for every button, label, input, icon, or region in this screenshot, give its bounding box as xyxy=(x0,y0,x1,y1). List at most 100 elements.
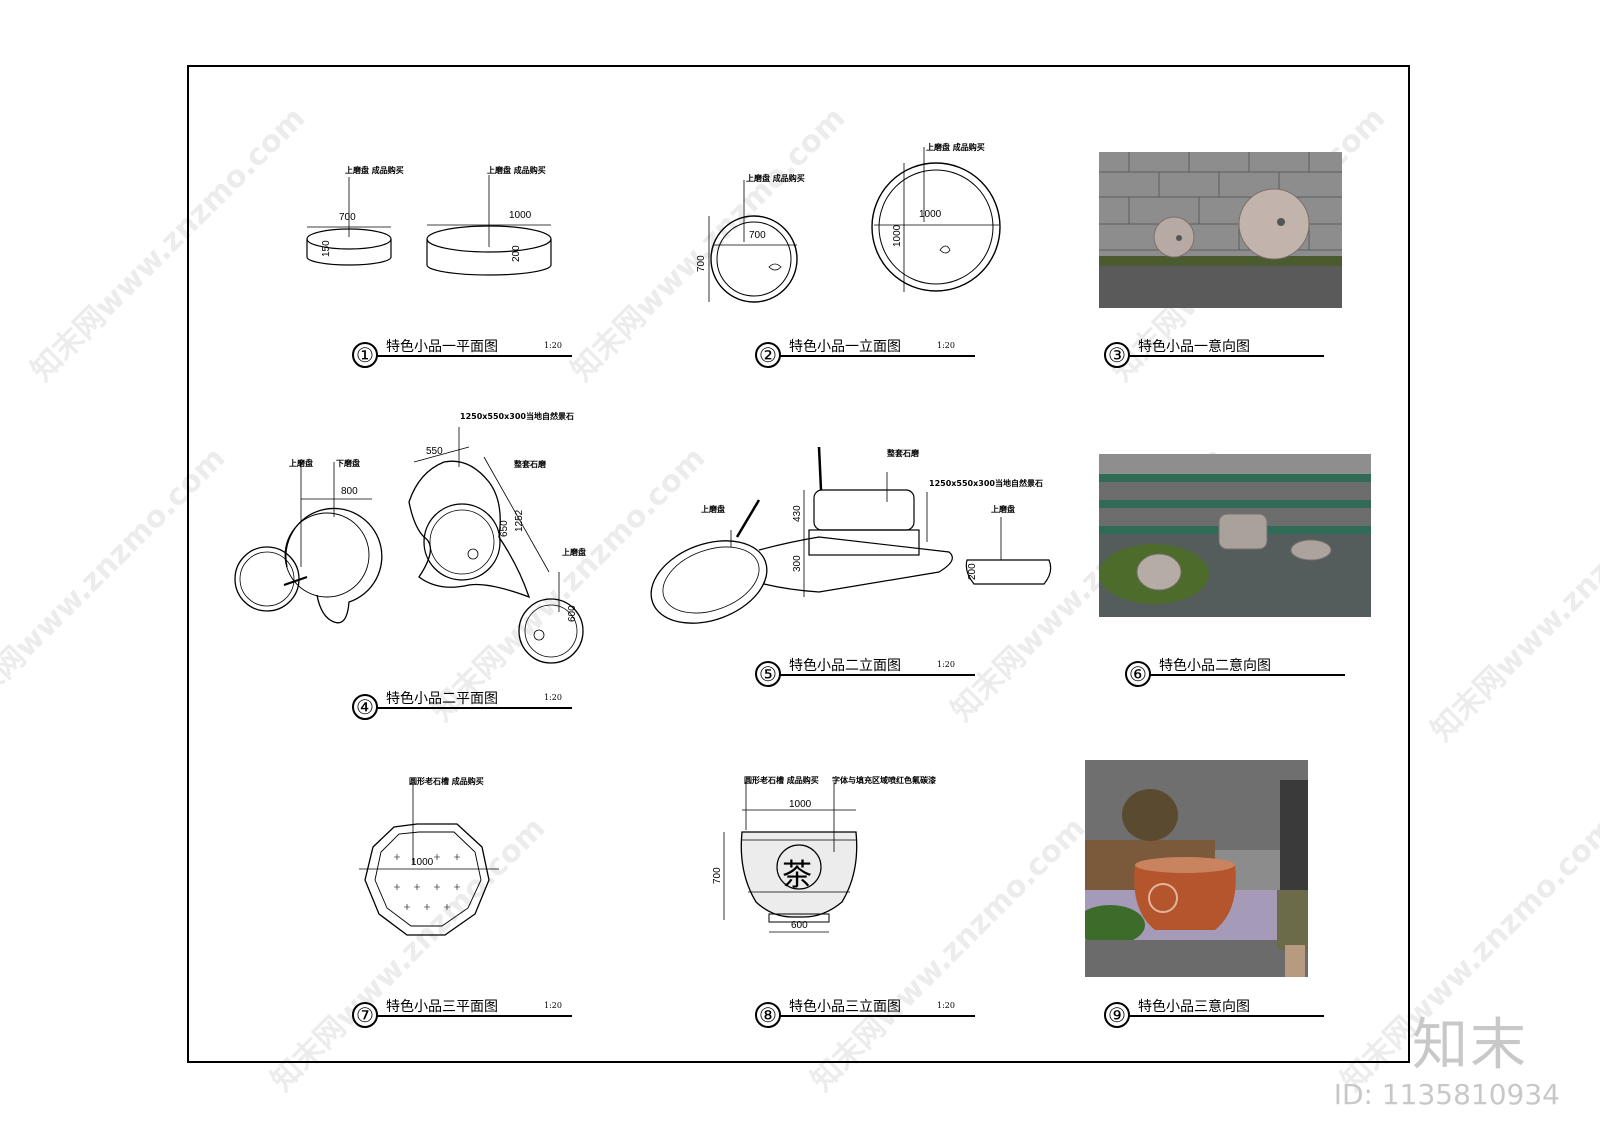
annotation: 字体与填充区域喷红色氟碳漆 xyxy=(832,776,936,785)
millstone-plan-svg xyxy=(306,175,552,276)
panel-number: ③ xyxy=(1104,342,1130,368)
caption-panel-3: ③ 特色小品一意向图 xyxy=(1104,339,1324,368)
caption-rule xyxy=(779,355,975,357)
caption-rule xyxy=(779,1015,975,1017)
scale-label: 1:20 xyxy=(544,693,562,702)
caption-panel-7: ⑦ 特色小品三平面图 1:20 xyxy=(352,999,572,1028)
panel-1-drawing: 上磨盘 成品购买 上磨盘 成品购买 700 150 1000 200 xyxy=(289,157,569,287)
panel-title: 特色小品三平面图 xyxy=(386,999,498,1015)
dimension: 800 xyxy=(341,486,358,497)
millstone-elevation-svg xyxy=(708,147,1001,303)
caption-panel-8: ⑧ 特色小品三立面图 1:20 xyxy=(755,999,975,1028)
annotation: 上磨盘 xyxy=(289,459,313,468)
dimension: 1000 xyxy=(892,224,903,247)
caption-rule xyxy=(376,1015,572,1017)
dimension: 1252 xyxy=(514,509,525,532)
dimension: 1000 xyxy=(509,210,532,221)
panel-3-photo xyxy=(1099,152,1342,308)
annotation: 上磨盘 成品购买 xyxy=(746,174,805,183)
panel-number: ⑥ xyxy=(1125,661,1151,687)
panel-6-photo xyxy=(1099,454,1371,617)
caption-panel-9: ⑨ 特色小品三意向图 xyxy=(1104,999,1324,1028)
caption-panel-2: ② 特色小品一立面图 1:20 xyxy=(755,339,975,368)
dimension: 1000 xyxy=(789,799,812,810)
stone-trough-plan-svg xyxy=(359,780,499,936)
panel-number: ④ xyxy=(352,694,378,720)
dimension: 430 xyxy=(792,505,803,522)
panel-title: 特色小品二意向图 xyxy=(1159,658,1271,674)
brand-logo: 知末 xyxy=(1412,1013,1528,1078)
annotation: 整套石磨 xyxy=(514,460,546,469)
panel-title: 特色小品二平面图 xyxy=(386,691,498,707)
annotation: 上磨盘 成品购买 xyxy=(926,143,985,152)
dimension: 1000 xyxy=(919,209,942,220)
dimension: 700 xyxy=(339,212,356,223)
millstone-render-image xyxy=(1099,152,1342,308)
millstone-set-plan-svg xyxy=(234,427,584,664)
scale-label: 1:20 xyxy=(544,341,562,350)
caption-panel-1: ① 特色小品一平面图 1:20 xyxy=(352,339,572,368)
panel-2-drawing: 上磨盘 成品购买 上磨盘 成品购买 700 700 1000 1000 xyxy=(696,142,1019,312)
dimension: 200 xyxy=(511,245,522,262)
caption-rule xyxy=(1128,1015,1324,1017)
annotation: 圆形老石槽 成品购买 xyxy=(409,777,484,786)
caption-rule xyxy=(779,674,975,676)
stone-trough-elevation-svg xyxy=(723,782,858,933)
drawing-sheet: 上磨盘 成品购买 上磨盘 成品购买 700 150 1000 200 ① 特色小… xyxy=(187,65,1410,1063)
panel-title: 特色小品三意向图 xyxy=(1138,999,1250,1015)
dimension: 600 xyxy=(791,920,808,931)
caption-rule xyxy=(1149,674,1345,676)
caption-rule xyxy=(1128,355,1324,357)
panel-title: 特色小品二立面图 xyxy=(789,658,901,674)
annotation: 上磨盘 xyxy=(991,505,1015,514)
dimension: 700 xyxy=(696,255,707,272)
asset-id-label: ID: 1135810934 xyxy=(1333,1078,1560,1111)
dimension: 650 xyxy=(499,520,510,537)
panel-number: ⑤ xyxy=(755,661,781,687)
dimension: 200 xyxy=(967,563,978,580)
annotation: 圆形老石槽 成品购买 xyxy=(744,776,819,785)
panel-number: ② xyxy=(755,342,781,368)
scale-label: 1:20 xyxy=(937,660,955,669)
annotation: 下磨盘 xyxy=(336,459,360,468)
dimension: 150 xyxy=(321,240,332,257)
annotation: 整套石磨 xyxy=(887,449,919,458)
millstone-set-render-image xyxy=(1099,454,1371,617)
tea-glyph: 茶 xyxy=(782,858,812,893)
millstone-set-elevation-svg xyxy=(650,446,1052,624)
scale-label: 1:20 xyxy=(544,1001,562,1010)
panel-8-drawing: 圆形老石槽 成品购买 字体与填充区域喷红色氟碳漆 1000 700 600 茶 xyxy=(712,772,954,952)
annotation: 1250x550x300当地自然景石 xyxy=(929,479,1043,488)
dimension: 1000 xyxy=(411,857,434,868)
dimension: 600 xyxy=(567,605,578,622)
scale-label: 1:20 xyxy=(937,1001,955,1010)
panel-5-drawing: 整套石磨 1250x550x300当地自然景石 上磨盘 上磨盘 430 300 … xyxy=(649,442,1052,642)
annotation: 上磨盘 xyxy=(701,505,725,514)
dimension: 700 xyxy=(749,230,766,241)
panel-9-photo xyxy=(1085,760,1308,977)
caption-panel-5: ⑤ 特色小品二立面图 1:20 xyxy=(755,658,975,687)
annotation: 上磨盘 成品购买 xyxy=(345,166,404,175)
annotation: 上磨盘 xyxy=(562,548,586,557)
panel-number: ⑦ xyxy=(352,1002,378,1028)
panel-4-drawing: 1250x550x300当地自然景石 上磨盘 下磨盘 整套石磨 上磨盘 550 … xyxy=(229,407,589,667)
stone-trough-render-image xyxy=(1085,760,1308,977)
dimension: 700 xyxy=(712,867,723,884)
panel-7-drawing: 圆形老石槽 成品购买 1000 xyxy=(349,772,509,952)
watermark: 知末网www.znzmo.com xyxy=(1424,460,1600,749)
caption-rule xyxy=(376,355,572,357)
annotation: 上磨盘 成品购买 xyxy=(487,166,546,175)
panel-title: 特色小品一立面图 xyxy=(789,339,901,355)
dimension: 300 xyxy=(792,555,803,572)
annotation: 1250x550x300当地自然景石 xyxy=(460,412,574,421)
panel-title: 特色小品三立面图 xyxy=(789,999,901,1015)
panel-title: 特色小品一意向图 xyxy=(1138,339,1250,355)
dimension: 550 xyxy=(426,446,443,457)
scale-label: 1:20 xyxy=(937,341,955,350)
panel-number: ⑨ xyxy=(1104,1002,1130,1028)
caption-panel-6: ⑥ 特色小品二意向图 xyxy=(1125,658,1345,687)
caption-rule xyxy=(376,707,572,709)
caption-panel-4: ④ 特色小品二平面图 1:20 xyxy=(352,691,572,720)
panel-title: 特色小品一平面图 xyxy=(386,339,498,355)
panel-number: ① xyxy=(352,342,378,368)
